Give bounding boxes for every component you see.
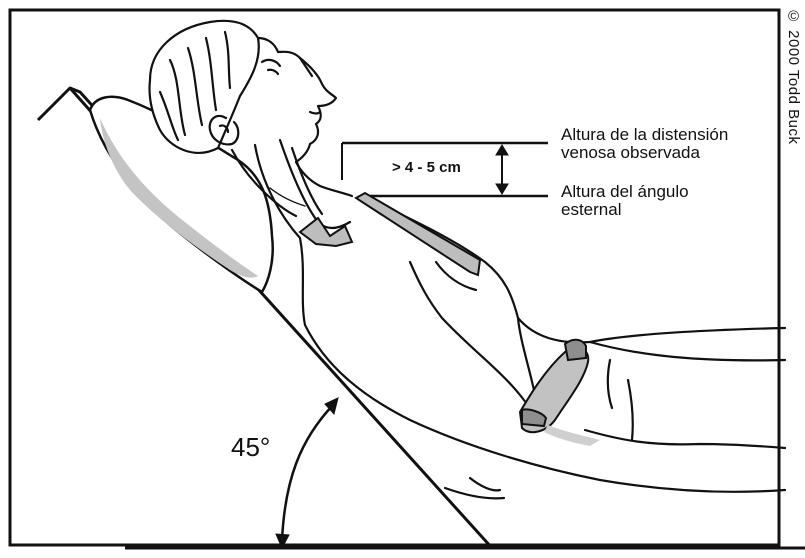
vein-height-label-line1: Altura de la distensión xyxy=(561,125,728,144)
inclined-bed xyxy=(38,88,492,548)
vein-height-label-line2: venosa observada xyxy=(561,143,700,162)
angle-label: 45° xyxy=(231,432,270,463)
figure-frame xyxy=(10,10,779,545)
patient-body xyxy=(255,140,785,498)
measurement-label: > 4 - 5 cm xyxy=(392,159,461,176)
sternal-angle-label-line1: Altura del ángulo xyxy=(561,182,689,201)
angle-indicator xyxy=(276,398,338,548)
measurement-arrow-down xyxy=(496,184,508,194)
copyright-notice: © 2000 Todd Buck xyxy=(785,8,802,144)
gown-strap xyxy=(300,193,480,275)
measurement-arrow-up xyxy=(496,145,508,155)
sternal-angle-label-line2: esternal xyxy=(561,200,621,219)
